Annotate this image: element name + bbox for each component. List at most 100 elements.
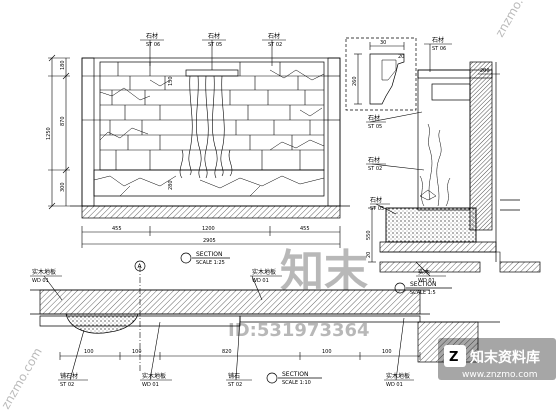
grid-marker-circle [134,260,146,272]
water-spout [185,69,239,77]
plan-bottom-callout-3-code: ST 02 [228,382,242,388]
dim-20-bottom: 20 [366,252,372,258]
plan-top-callout-leaders [30,275,282,301]
callout-1-label: 石材 [146,32,158,40]
rock-base [93,169,325,197]
elevation-view [70,57,350,219]
plan-dim-1: 100 [84,349,94,355]
brand-logo-icon [444,345,466,367]
callout-3-code: ST 02 [268,42,282,48]
plan-top-callout-1-code: WD 01 [32,278,49,284]
plan-dim-5: 100 [382,349,392,355]
plan-top-callout-2-code: WD 01 [252,278,269,284]
spout-block [431,83,471,101]
elevation-section-mark: SECTION SCALE 1:25 [180,251,230,266]
sec-callout-1-code: ST 06 [432,46,446,52]
section-plants [419,123,451,207]
dim-20-top: 20 [398,54,404,60]
plan-dim-3: 820 [222,349,232,355]
dim-200: 200 [480,68,490,74]
callout-2-label: 石材 [208,32,220,40]
dim-1250: 1250 [46,127,52,140]
stone-wall-panel [99,61,325,171]
section-scale-elevation: SCALE 1:25 [196,260,225,266]
plan-dimension-texts: 100 100 820 100 100 [84,349,392,355]
plan-bottom-callout-1-label: 铺石材 [60,372,78,380]
sec-wood-label: 实木 [418,268,430,276]
dim-455-right: 455 [300,226,310,232]
dim-300: 300 [60,182,66,192]
callout-1-code: ST 06 [146,42,160,48]
sec-callout-3-label: 石材 [368,156,380,164]
plan-bottom-callout-2-label: 实木地板 [142,372,166,380]
watermark-id: ID:531973364 [228,320,370,341]
plan-top-callout-1-label: 实木地板 [32,268,56,276]
sec-callout-4-label: 石材 [370,196,382,204]
dim-280: 280 [168,180,174,190]
watermark-big: 知末 [280,246,368,297]
brand-name: 知末资料库 [470,349,540,366]
left-post [81,57,95,207]
plan-bottom-callout-2-code: WD 01 [142,382,159,388]
section-dimension-lines [354,42,500,263]
plan-dimension-lines [59,352,421,360]
dim-30: 30 [380,40,386,46]
rock-base-cracks [93,175,325,197]
plan-section-mark: SECTION SCALE 1:10 [266,371,322,386]
dim-550: 550 [366,230,372,240]
floor-hatch-band [39,289,421,315]
stone-brick-courses [100,62,324,170]
left-dimension-texts: 180 870 1250 300 [46,60,66,192]
right-post [327,57,341,207]
plan-bottom-callout-1-code: ST 02 [60,382,74,388]
grid-marker-label: A [138,263,143,270]
waterfall-strands [179,75,233,179]
callout-3-label: 石材 [268,32,280,40]
basin-gravel [385,207,477,243]
plan-bottom-callout-leaders [58,317,414,381]
elevation-callout-texts: 石材 ST 06 石材 ST 05 石材 ST 02 [146,32,282,48]
structural-wall [469,61,493,231]
watermark-diagonal-left: znzmo.com [0,345,45,411]
section-title-plan: SECTION [282,371,308,378]
watermark-diagonal-right: znzmo.com [492,0,538,40]
right-floor-hatch [499,261,541,273]
inner-dimension-texts: 150 280 [168,76,174,190]
section-scale-detail: SCALE 1:5 [410,290,436,296]
plan-bottom-callout-4-label: 实木地板 [386,372,410,380]
dim-1200: 1200 [202,226,215,232]
sec-callout-2-label: 石材 [368,114,380,122]
floor-finish-layer [39,315,241,327]
ground-hatch [81,205,341,219]
sec-wood-code: WD 01 [418,278,435,284]
dim-455-left: 455 [112,226,122,232]
dim-260: 260 [352,76,358,86]
stone-veining [99,69,325,151]
section-scale-plan: SCALE 1:10 [282,380,311,386]
section-callout-leaders [366,43,452,277]
section-title-detail: SECTION [410,281,436,288]
basin-floor-hatch [379,261,481,273]
left-dimension-lines [48,54,70,210]
svg-text:Z: Z [449,350,458,365]
plan-bottom-callout-4-code: WD 01 [386,382,403,388]
basin-slab [379,241,497,253]
detail-box [345,37,417,111]
dim-2905: 2905 [203,238,216,244]
moulding-profile [369,53,405,105]
bottom-dimension-lines [81,226,341,248]
plan-top-callout-2-label: 实木地板 [252,268,276,276]
section-title-elevation: SECTION [196,251,222,258]
elevation-callout-leaders [140,39,286,70]
dim-150: 150 [168,76,174,86]
sec-callout-1-label: 石材 [432,36,444,44]
side-railings [82,75,340,121]
plan-bottom-callout-texts: 铺石材 ST 02 实木地板 WD 01 铺石 ST 02 实木地板 WD 01 [60,372,410,388]
callout-2-code: ST 05 [208,42,222,48]
brand-url: www.znzmo.com [462,370,537,380]
dim-180: 180 [60,60,66,70]
wall-section [417,69,471,211]
plan-bottom-callout-3-label: 铺石 [228,372,240,380]
